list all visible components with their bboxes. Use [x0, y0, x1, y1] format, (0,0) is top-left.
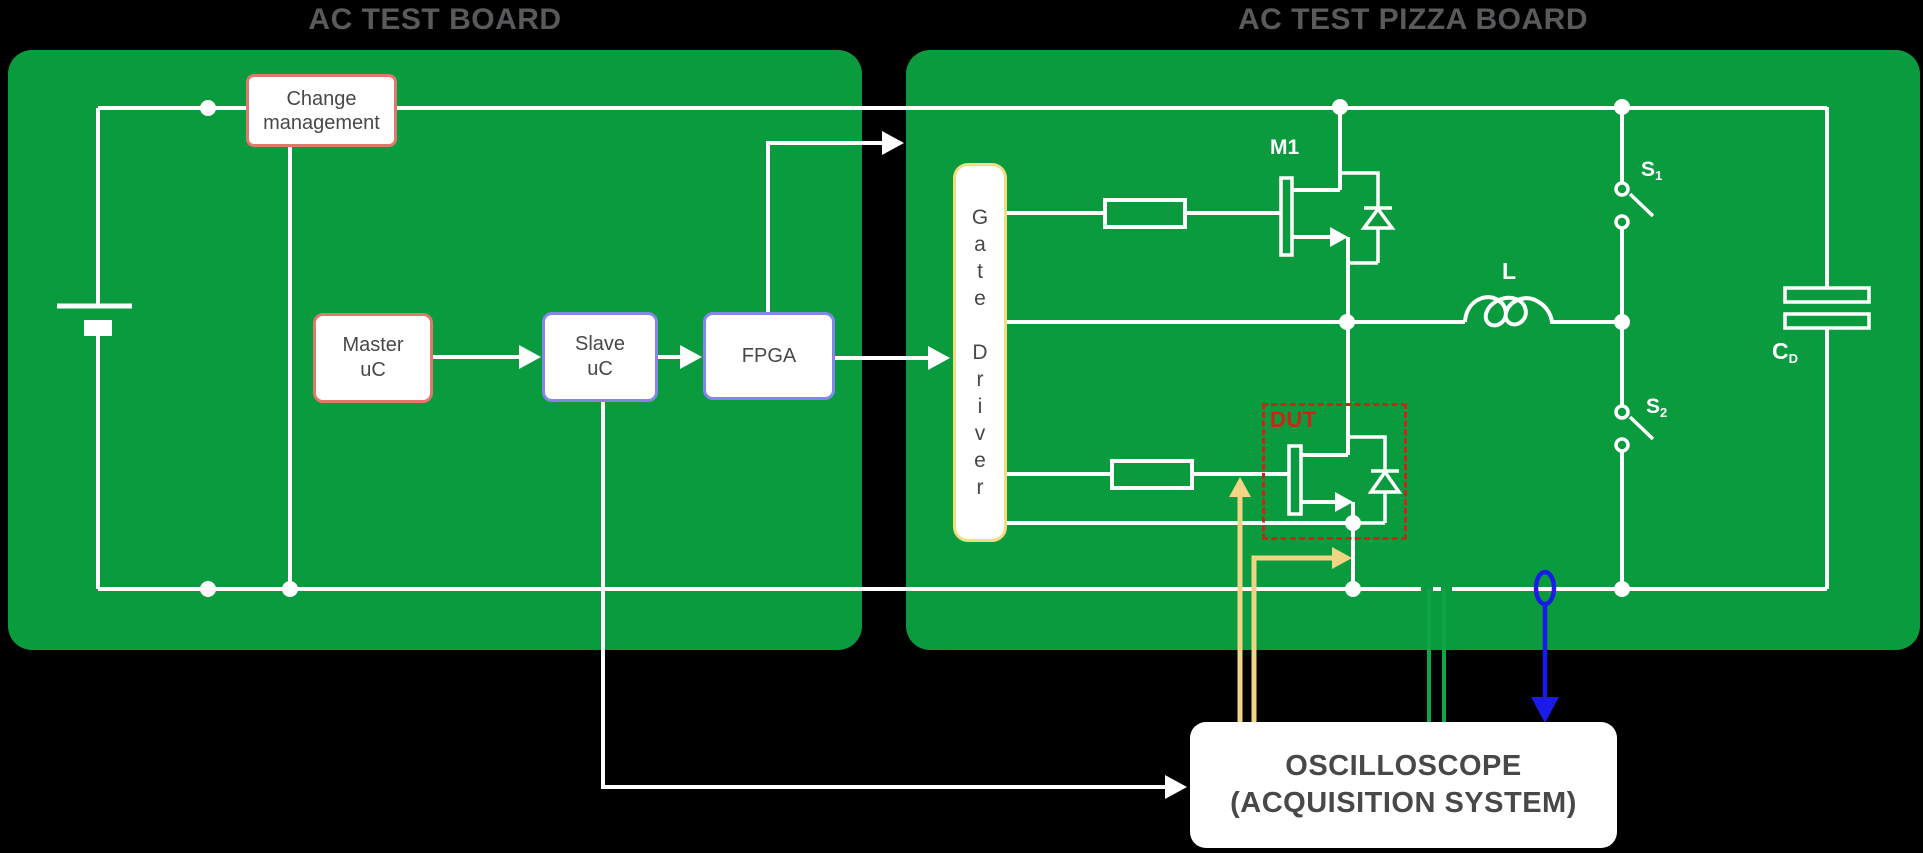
slave-uc-to-oscilloscope-wire	[601, 402, 1167, 789]
ac-test-pizza-board-pcb	[906, 50, 1920, 650]
mosfet-dut-symbol	[1287, 322, 1403, 589]
probe-vgs-lines	[1229, 477, 1352, 722]
dut-label: DUT	[1270, 407, 1317, 432]
mosfet-m1-symbol	[1279, 107, 1396, 322]
battery-symbol	[57, 108, 132, 589]
junction-dots	[200, 99, 1630, 597]
fpga-block: FPGA	[703, 312, 835, 400]
probe-arrow-gate	[1229, 477, 1251, 497]
gate-driver-block: G a t e D r i v e r	[953, 163, 1007, 542]
probe-arrow-current	[1531, 697, 1559, 723]
arrowhead-to-oscilloscope	[1165, 775, 1187, 799]
arrowhead-master-to-slave	[519, 345, 541, 369]
gate-resistor-m1	[1103, 198, 1187, 229]
arrowhead-fpga-to-pizza-board	[882, 131, 904, 155]
m1-label: M1	[1270, 136, 1300, 159]
cd-label: CD	[1772, 338, 1799, 366]
title-ac-test-pizza-board: AC TEST PIZZA BOARD	[1237, 3, 1589, 36]
slave-uc-block: Slave uC	[542, 312, 658, 402]
title-ac-test-board: AC TEST BOARD	[308, 3, 562, 36]
switch-s2	[1614, 322, 1655, 589]
s1-label: S1	[1641, 158, 1663, 183]
dut-outline: DUT	[1262, 403, 1407, 540]
m1-body-diode	[1360, 206, 1396, 230]
fpga-to-pizza-board-wire	[766, 141, 884, 313]
switch-s1	[1614, 107, 1655, 322]
dut-body-diode	[1367, 468, 1403, 494]
ac-test-board-pcb	[8, 50, 862, 650]
arrowhead-fpga-to-gate-driver	[928, 346, 950, 370]
master-uc-block: Master uC	[313, 313, 433, 403]
inductor-coil	[1463, 295, 1622, 328]
rogowski-current-probe	[1531, 569, 1559, 723]
arrowhead-slave-to-fpga	[680, 345, 702, 369]
inductor-label: L	[1501, 258, 1517, 284]
gate-resistor-dut	[1110, 459, 1194, 490]
oscilloscope-block: OSCILLOSCOPE (ACQUISITION SYSTEM)	[1190, 722, 1617, 848]
change-management-block: Change management	[246, 74, 397, 147]
current-sense-lines	[1427, 589, 1446, 722]
s2-label: S2	[1646, 395, 1668, 420]
probe-arrow-source	[1332, 547, 1352, 569]
capacitor-cd	[1783, 107, 1871, 589]
